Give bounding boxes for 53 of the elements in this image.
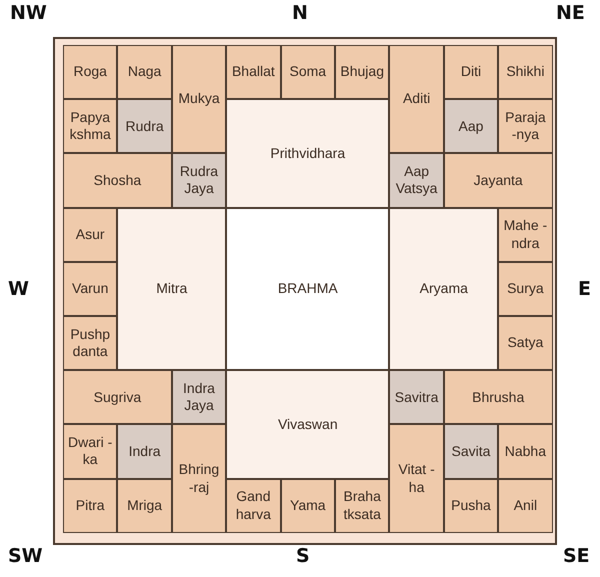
deity-cell: Surya	[498, 262, 553, 316]
deity-cell: Roga	[63, 45, 118, 100]
deity-zone: Prithvidhara	[226, 99, 390, 208]
deity-cell: Soma	[280, 45, 335, 100]
deity-cell: Savita	[444, 424, 498, 479]
deity-cell: Asur	[63, 208, 118, 262]
deity-cell: Rudra Jaya	[172, 153, 226, 208]
compass-direction: S	[296, 545, 310, 567]
deity-cell: Gand harva	[226, 478, 281, 533]
deity-cell: Mahe -ndra	[498, 208, 553, 262]
deity-cell: Mukya	[172, 45, 226, 154]
deity-cell: Vitat -ha	[389, 424, 444, 533]
deity-cell: Pushp danta	[63, 316, 118, 370]
deity-cell: Anil	[498, 478, 553, 533]
deity-zone: Mitra	[117, 208, 226, 370]
compass-direction: E	[578, 278, 591, 300]
deity-cell: Papya kshma	[63, 99, 118, 154]
deity-cell: Aditi	[389, 45, 444, 154]
deity-cell: Satya	[498, 316, 553, 370]
deity-cell: Aap Vatsya	[389, 153, 444, 208]
deity-cell: Paraja -nya	[498, 99, 553, 154]
deity-cell: Indra Jaya	[172, 370, 226, 424]
deity-cell: Rudra	[117, 99, 172, 154]
deity-cell: Nabha	[498, 424, 553, 479]
deity-cell: Dwari -ka	[63, 424, 118, 479]
deity-zone: Vivaswan	[226, 370, 390, 479]
deity-cell: Bhring -raj	[172, 424, 226, 533]
deity-cell: Shikhi	[498, 45, 553, 100]
deity-cell: Bhallat	[226, 45, 281, 100]
compass-direction: NW	[10, 2, 47, 24]
deity-cell: Jayanta	[444, 153, 553, 208]
deity-cell: Sugriva	[63, 370, 172, 424]
deity-cell: Diti	[444, 45, 498, 100]
deity-cell: Indra	[117, 424, 172, 479]
compass-direction: W	[8, 278, 29, 300]
deity-cell: Bhujag	[335, 45, 390, 100]
deity-cell: Pusha	[444, 478, 498, 533]
deity-cell: Pitra	[63, 478, 118, 533]
deity-cell: Yama	[280, 478, 335, 533]
deity-cell: Varun	[63, 262, 118, 316]
deity-cell: Bhrusha	[444, 370, 553, 424]
compass-direction: NE	[556, 2, 585, 24]
deity-cell: Braha tksata	[335, 478, 390, 533]
center-zone: BRAHMA	[226, 208, 390, 370]
compass-direction: N	[292, 2, 308, 24]
deity-cell: Savitra	[389, 370, 444, 424]
deity-cell: Shosha	[63, 153, 172, 208]
deity-cell: Aap	[444, 99, 498, 154]
deity-cell: Naga	[117, 45, 172, 100]
compass-direction: SW	[8, 545, 43, 567]
deity-zone: Aryama	[389, 208, 498, 370]
compass-direction: SE	[563, 545, 590, 567]
deity-cell: Mriga	[117, 478, 172, 533]
